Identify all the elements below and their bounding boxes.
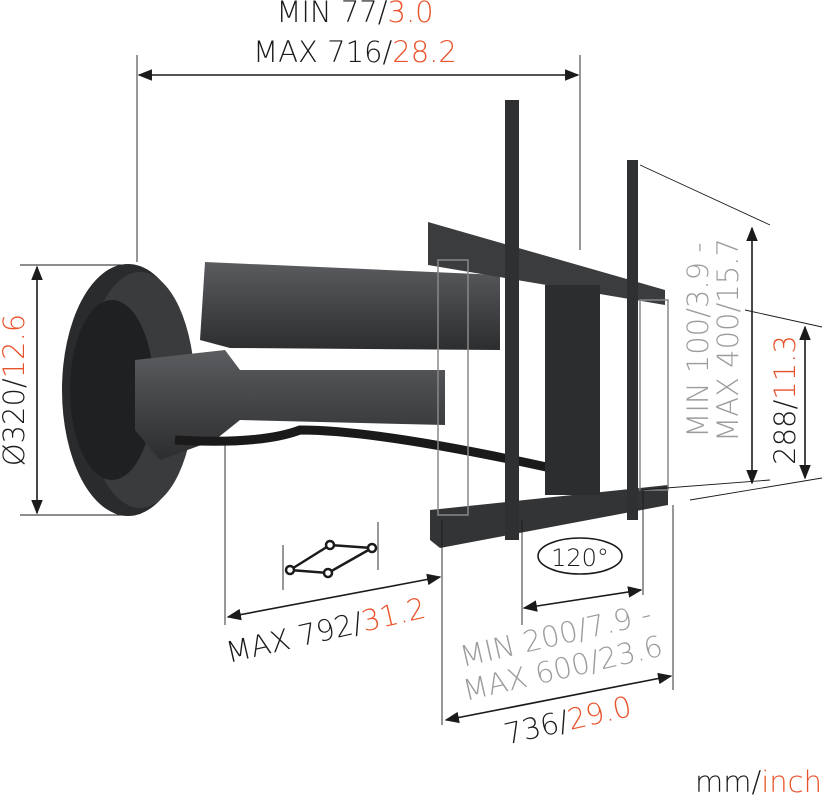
bottom-rail (430, 485, 668, 548)
width-arrow (444, 672, 673, 724)
right-vertical-bar (627, 160, 638, 520)
wall-plate-dimension: Ø320/12.6 (0, 264, 135, 516)
lower-arm (135, 350, 445, 460)
height-dimension: 288/11.3 (768, 325, 811, 480)
cable (174, 425, 561, 475)
wall-plate-label: Ø320/12.6 (0, 314, 31, 467)
vesa-horizontal-arrow (522, 586, 643, 612)
left-vertical-bar (505, 100, 519, 540)
rotation-label: 120° (551, 544, 609, 572)
vesa-vertical-dimension: MIN 100/3.9 - MAX 400/15.7 (639, 164, 823, 501)
top-rail (428, 222, 665, 305)
vesa-vertical-min: MIN 100/3.9 - (681, 242, 715, 437)
reach-label: MAX 792/31.2 (223, 591, 429, 670)
depth-max-label: MAX 716/28.2 (253, 35, 457, 69)
width-label: 736/29.0 (501, 689, 635, 751)
upper-arm (200, 262, 500, 350)
mount-illustration (62, 100, 669, 548)
vesa-vertical-max: MAX 400/15.7 (711, 238, 745, 442)
units-legend: mm/inch (695, 765, 822, 799)
reach-dimension: MAX 792/31.2 (223, 440, 443, 725)
depth-dimension: MIN 77/3.0 MAX 716/28.2 (136, 0, 581, 262)
swivel-arm-icon (282, 522, 379, 590)
reach-arrow (226, 573, 442, 621)
depth-min-label: MIN 77/3.0 (276, 0, 433, 29)
height-label: 288/11.3 (768, 335, 802, 465)
rotation-indicator: 120° (537, 537, 623, 575)
